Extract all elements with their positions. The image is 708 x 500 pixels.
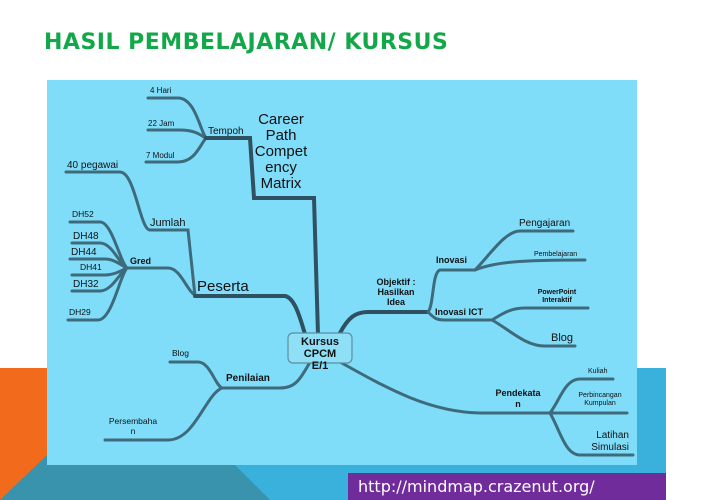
node-kuliah: Kuliah <box>588 368 608 375</box>
career-label: Compet <box>255 143 308 160</box>
branch-inovasi-ict <box>426 310 494 322</box>
node-objektif: Idea <box>387 297 406 307</box>
node-blog-penilaian: Blog <box>172 348 189 358</box>
branch-inovasi <box>426 268 477 314</box>
node-7-modul: 7 Modul <box>146 151 175 160</box>
node-perbincangan: Perbincangan <box>578 392 621 399</box>
branch-4-hari <box>146 96 208 140</box>
node-peserta: Peserta <box>197 278 249 295</box>
career-label: Career <box>258 111 304 128</box>
branch-latihan <box>548 411 635 457</box>
node-persembahan: Persembaha <box>109 416 157 426</box>
node-powerpoint: PowerPoint <box>538 289 577 296</box>
node-penilaian: Penilaian <box>226 373 270 384</box>
node-dh29: DH29 <box>69 307 91 317</box>
mindmap-background <box>47 80 637 465</box>
node-powerpoint: Interaktif <box>542 297 572 304</box>
node-latihan-simulasi: Latihan <box>596 430 629 441</box>
branch-pembelajaran <box>473 258 587 272</box>
center-label: E/1 <box>312 360 329 372</box>
branch-7-modul <box>144 136 208 164</box>
node-dh48: DH48 <box>73 231 99 242</box>
branch-penilaian <box>220 360 312 390</box>
node-dh52: DH52 <box>72 209 94 219</box>
node-4-hari: 4 Hari <box>150 86 172 95</box>
center-node <box>287 332 353 364</box>
branch-blog-penilaian <box>168 360 224 390</box>
node-40-pegawai: 40 pegawai <box>67 160 118 171</box>
branch-persembahan <box>103 386 224 442</box>
center-label: CPCM <box>304 348 336 360</box>
node-tempoh: Tempoh <box>208 126 244 137</box>
branch-jumlah <box>64 170 197 298</box>
branch-blog-ict <box>490 318 577 348</box>
node-persembahan: n <box>131 426 136 436</box>
slide-title: HASIL PEMBELAJARAN/ KURSUS <box>44 30 449 55</box>
node-dh32: DH32 <box>73 279 99 290</box>
source-url-link[interactable]: http://mindmap.crazenut.org/ <box>348 473 666 500</box>
branch-pendekatan <box>338 360 552 415</box>
career-label: Path <box>266 127 297 144</box>
node-inovasi: Inovasi <box>436 255 467 265</box>
branch-peserta <box>193 294 307 336</box>
branch-pengajaran <box>473 229 575 272</box>
branch-powerpoint <box>490 306 590 322</box>
node-dh41: DH41 <box>80 262 102 272</box>
node-perbincangan: Kumpulan <box>584 400 616 407</box>
branch-objektif <box>338 310 430 335</box>
node-pembelajaran: Pembelajaran <box>534 251 577 258</box>
career-label: Matrix <box>261 175 302 192</box>
node-jumlah: Jumlah <box>150 217 185 229</box>
node-gred: Gred <box>130 256 151 266</box>
node-dh44: DH44 <box>71 247 97 258</box>
branch-kuliah <box>548 377 615 415</box>
branch-22-jam <box>146 128 208 140</box>
branch-dh29 <box>66 266 129 322</box>
node-objektif: Hasilkan <box>377 287 414 297</box>
node-inovasi-ict: Inovasi ICT <box>435 307 484 317</box>
node-pendekatan: Pendekata <box>495 388 541 398</box>
center-label: Kursus <box>301 336 339 348</box>
node-pengajaran: Pengajaran <box>519 218 570 229</box>
node-pendekatan: n <box>515 399 521 409</box>
career-label: ency <box>265 159 297 176</box>
branch-career <box>204 136 320 337</box>
node-objektif: Objektif : <box>376 277 415 287</box>
node-22-jam: 22 Jam <box>148 119 175 128</box>
node-latihan-simulasi: Simulasi <box>591 442 629 453</box>
node-blog-ict: Blog <box>551 332 573 344</box>
